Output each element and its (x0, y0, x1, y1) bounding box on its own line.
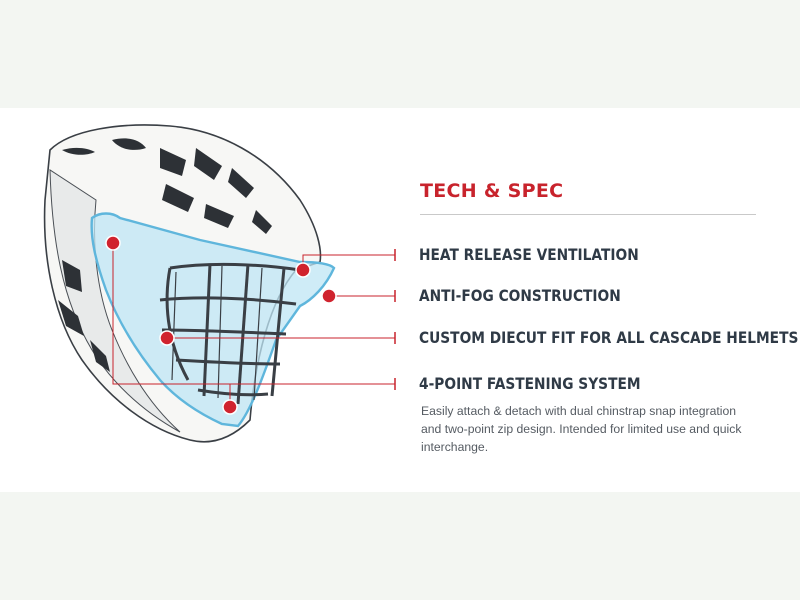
callout-dot (159, 330, 175, 346)
feature-custom-fit: CUSTOM DIECUT FIT FOR ALL CASCADE HELMET… (419, 328, 799, 347)
face-cage (159, 262, 301, 405)
section-heading: TECH & SPEC (420, 180, 564, 202)
callout-dot (321, 288, 337, 304)
feature-fastening: 4-POINT FASTENING SYSTEM (419, 374, 641, 393)
heading-divider (420, 214, 756, 215)
callout-dot (105, 235, 121, 251)
feature-heat-release: HEAT RELEASE VENTILATION (419, 245, 639, 264)
vent-group (58, 138, 272, 372)
feature-anti-fog: ANTI-FOG CONSTRUCTION (419, 286, 621, 305)
callout-dot (222, 399, 238, 415)
callout-dot (295, 262, 311, 278)
fastening-description: Easily attach & detach with dual chinstr… (421, 404, 742, 454)
